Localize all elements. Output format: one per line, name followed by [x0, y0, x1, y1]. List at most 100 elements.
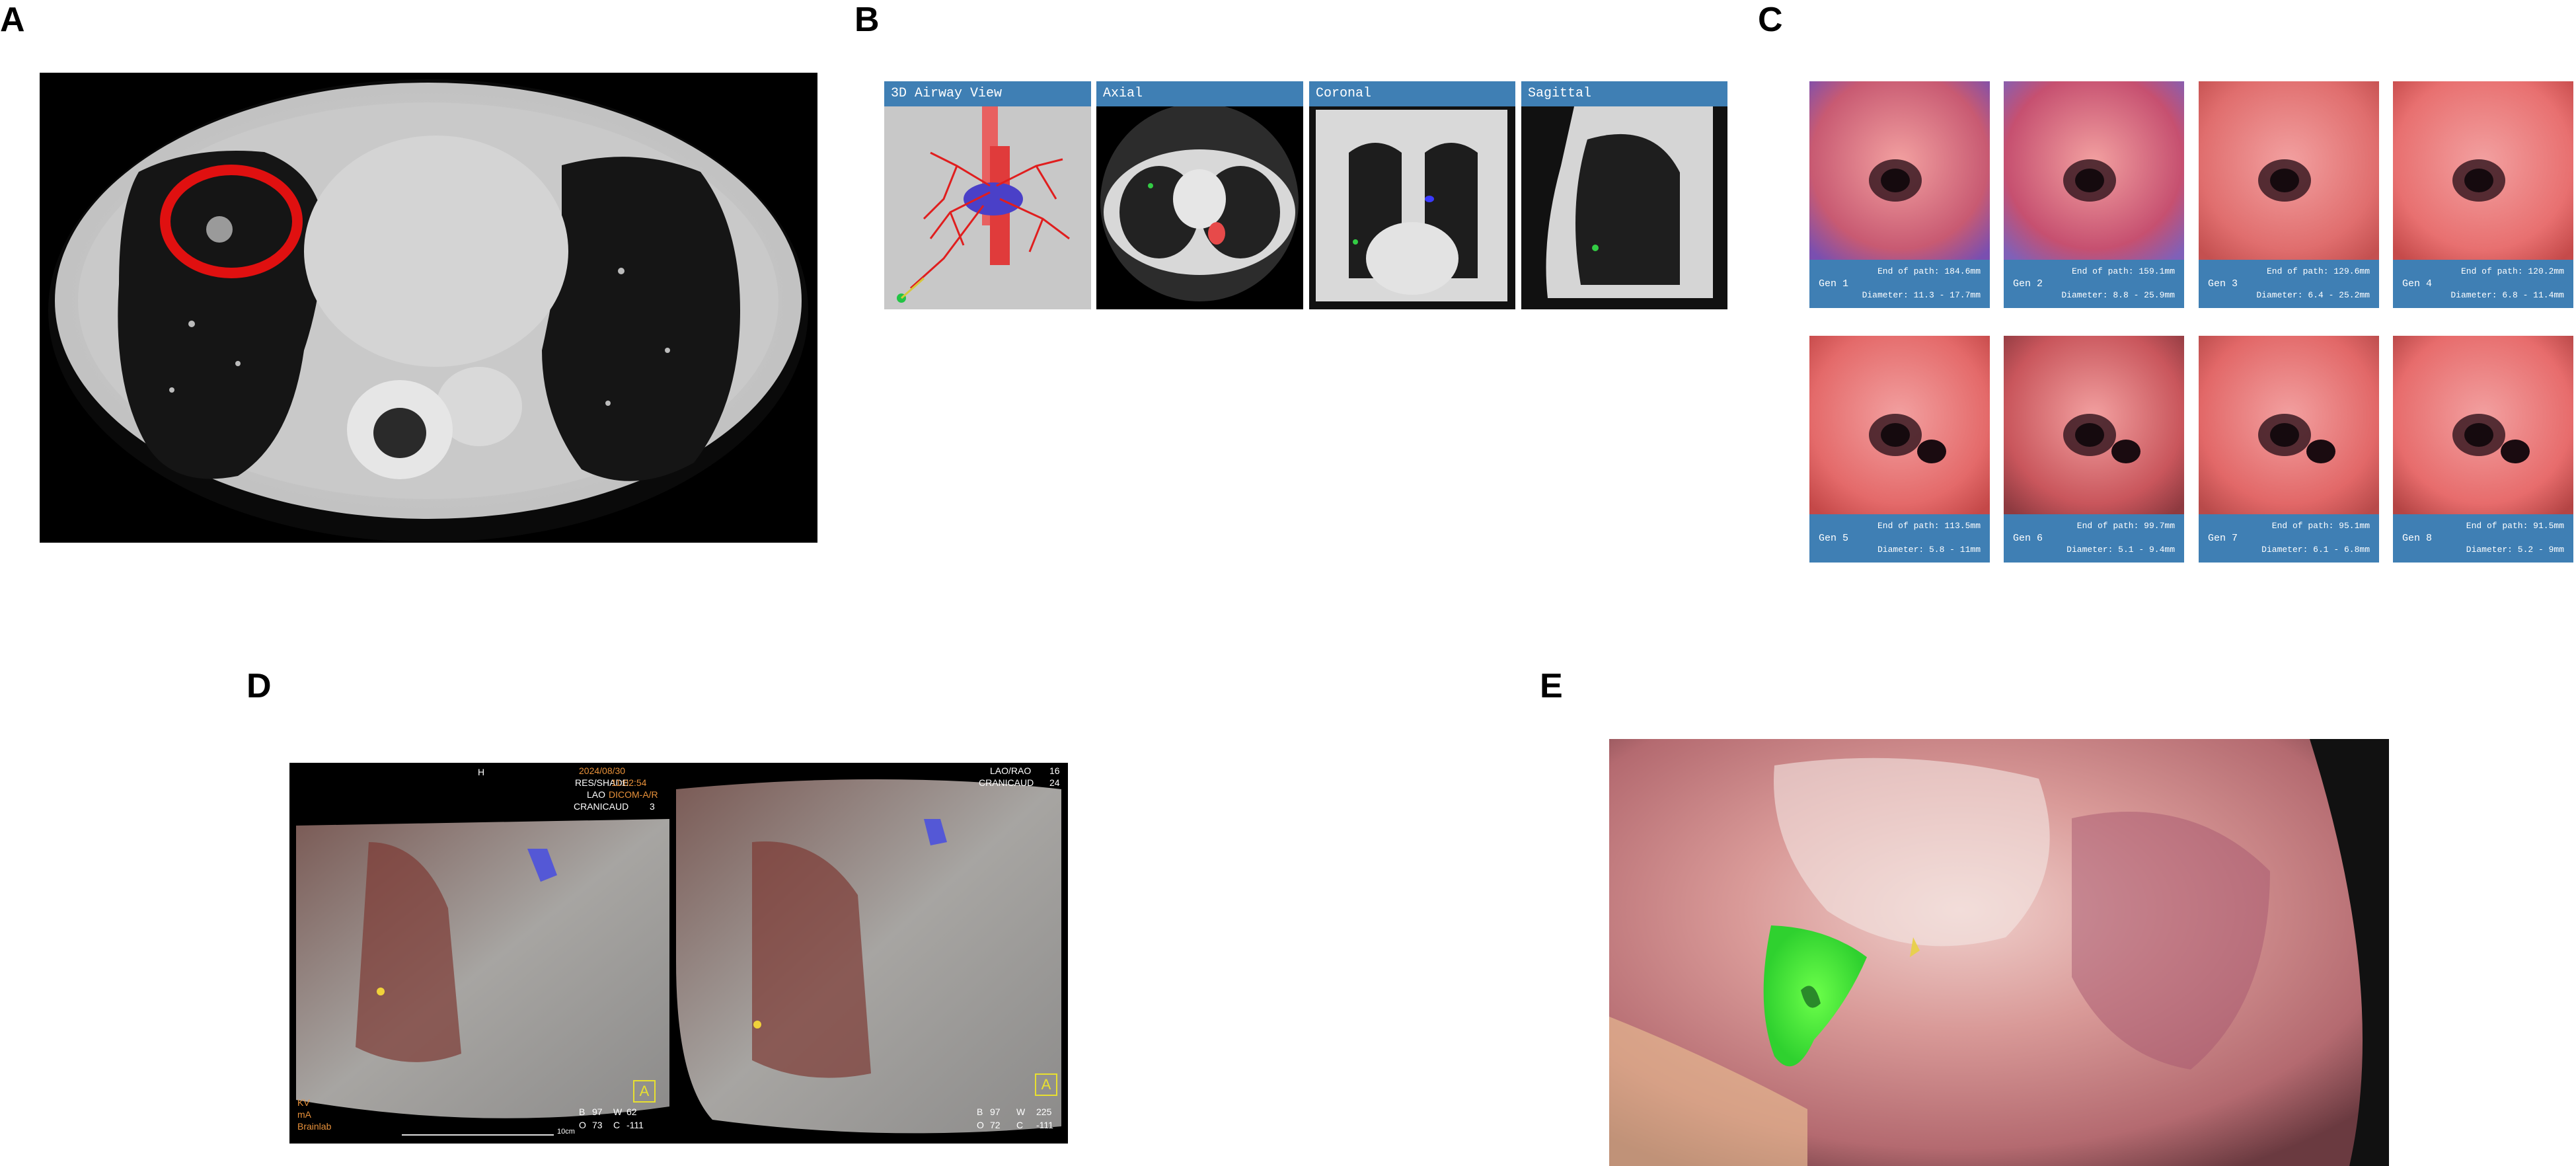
diameter-label: Diameter: 11.3 - 17.7mm — [1862, 290, 1981, 300]
generation-label: Gen 2 — [2013, 278, 2043, 290]
airway-lumen-view — [2199, 81, 2379, 260]
diameter-label: Diameter: 5.1 - 9.4mm — [2066, 545, 2175, 555]
airway-tree-drawing — [897, 106, 1070, 303]
panel-label-c: C — [1758, 1, 1783, 39]
view-3d-airway: 3D Airway View — [884, 81, 1091, 309]
end-of-path-label: End of path: 184.6mm — [1877, 266, 1981, 276]
d-w-left: W — [613, 1107, 623, 1117]
d-mode: RES/SHADE — [575, 777, 628, 788]
airway-lumen-view — [2393, 336, 2573, 514]
d-kv: KV — [297, 1097, 310, 1108]
d-date: 2024/08/30 — [579, 765, 626, 776]
generation-label: Gen 8 — [2402, 533, 2433, 544]
d-cranicaud-right: CRANICAUD — [979, 777, 1034, 788]
ct-axial-image — [40, 73, 817, 543]
d-w-right: W — [1016, 1107, 1026, 1117]
d-time: 11:02:54 — [611, 777, 647, 788]
panel-label-b: B — [854, 1, 880, 39]
d-w-right-value: 225 — [1036, 1107, 1052, 1117]
d-laorao-value: 16 — [1049, 765, 1060, 776]
view-coronal-title: Coronal — [1309, 81, 1515, 106]
axial-slice-drawing — [1100, 103, 1299, 301]
d-b-left-value: 97 — [592, 1107, 603, 1117]
d-cranicaud-right-value: 24 — [1049, 777, 1060, 788]
generation-label: Gen 1 — [1819, 278, 1849, 290]
d-b-left: B — [579, 1107, 586, 1117]
end-of-path-label: End of path: 113.5mm — [1877, 521, 1981, 531]
diameter-label: Diameter: 6.1 - 6.8mm — [2261, 545, 2370, 555]
d-dicom: DICOM-A/R — [609, 789, 658, 800]
ct-axial-drawing — [48, 79, 808, 542]
view-axial-title: Axial — [1096, 81, 1303, 106]
generation-label: Gen 4 — [2402, 278, 2433, 290]
d-w-left-value: 62 — [626, 1107, 637, 1117]
airway-lumen-view — [2393, 81, 2573, 260]
diameter-label: Diameter: 8.8 - 25.9mm — [2061, 290, 2175, 300]
d-badge-left: A — [633, 1080, 656, 1103]
volume-render-drawing — [296, 779, 1061, 1134]
d-o-right-value: 72 — [990, 1120, 1001, 1130]
panel-label-d: D — [246, 667, 272, 705]
airway-lumen-view — [2004, 81, 2184, 260]
d-o-right: O — [977, 1120, 984, 1130]
d-b-right: B — [977, 1107, 983, 1117]
view-coronal: Coronal — [1309, 81, 1515, 309]
d-ma: mA — [297, 1109, 311, 1120]
view-sagittal-title: Sagittal — [1521, 81, 1727, 106]
diameter-label: Diameter: 5.2 - 9mm — [2466, 545, 2564, 555]
d-b-right-value: 97 — [990, 1107, 1001, 1117]
generation-label: Gen 5 — [1819, 533, 1849, 544]
end-of-path-label: End of path: 120.2mm — [2460, 266, 2564, 276]
airway-lumen-view — [1809, 336, 1990, 514]
thoracoscopic-drawing — [1609, 739, 2389, 1166]
d-scale-bar — [402, 1130, 554, 1136]
end-of-path-label: End of path: 91.5mm — [2466, 521, 2564, 531]
d-laorao: LAO/RAO — [990, 765, 1032, 776]
airway-lumen-view — [2199, 336, 2379, 514]
d-c-right: C — [1016, 1120, 1024, 1130]
volume-render-image: H 2024/08/30 RES/SHADE 11:02:54 LAO DICO… — [289, 763, 1068, 1144]
d-orientation-h: H — [478, 767, 485, 777]
end-of-path-label: End of path: 159.1mm — [2071, 266, 2175, 276]
view-axial: Axial — [1096, 81, 1303, 309]
view-sagittal: Sagittal — [1521, 81, 1727, 309]
d-c-left-value: -111 — [626, 1120, 644, 1130]
d-o-left-value: 73 — [592, 1120, 603, 1130]
d-o-left: O — [579, 1120, 586, 1130]
coronal-slice-drawing — [1309, 106, 1515, 309]
generation-label: Gen 7 — [2208, 533, 2238, 544]
nodule-highlight-ring — [160, 165, 303, 278]
sagittal-slice-drawing — [1521, 106, 1727, 309]
view-3d-airway-title: 3D Airway View — [884, 81, 1091, 106]
thoracoscopic-image — [1609, 739, 2389, 1166]
airway-lumen-view — [1809, 81, 1990, 260]
d-c-right-value: -111 — [1036, 1120, 1053, 1130]
d-brand: Brainlab — [297, 1121, 332, 1132]
panel-label-a: A — [0, 1, 25, 39]
generation-label: Gen 3 — [2208, 278, 2238, 290]
panel-label-e: E — [1540, 667, 1563, 705]
end-of-path-label: End of path: 95.1mm — [2271, 521, 2370, 531]
generation-label: Gen 6 — [2013, 533, 2043, 544]
d-scale-label: 10cm — [557, 1128, 575, 1136]
end-of-path-label: End of path: 99.7mm — [2076, 521, 2175, 531]
airway-lumen-view — [2004, 336, 2184, 514]
diameter-label: Diameter: 5.8 - 11mm — [1877, 545, 1981, 555]
diameter-label: Diameter: 6.8 - 11.4mm — [2450, 290, 2564, 300]
d-cranicaud-left: CRANICAUD — [574, 801, 629, 812]
diameter-label: Diameter: 6.4 - 25.2mm — [2256, 290, 2370, 300]
